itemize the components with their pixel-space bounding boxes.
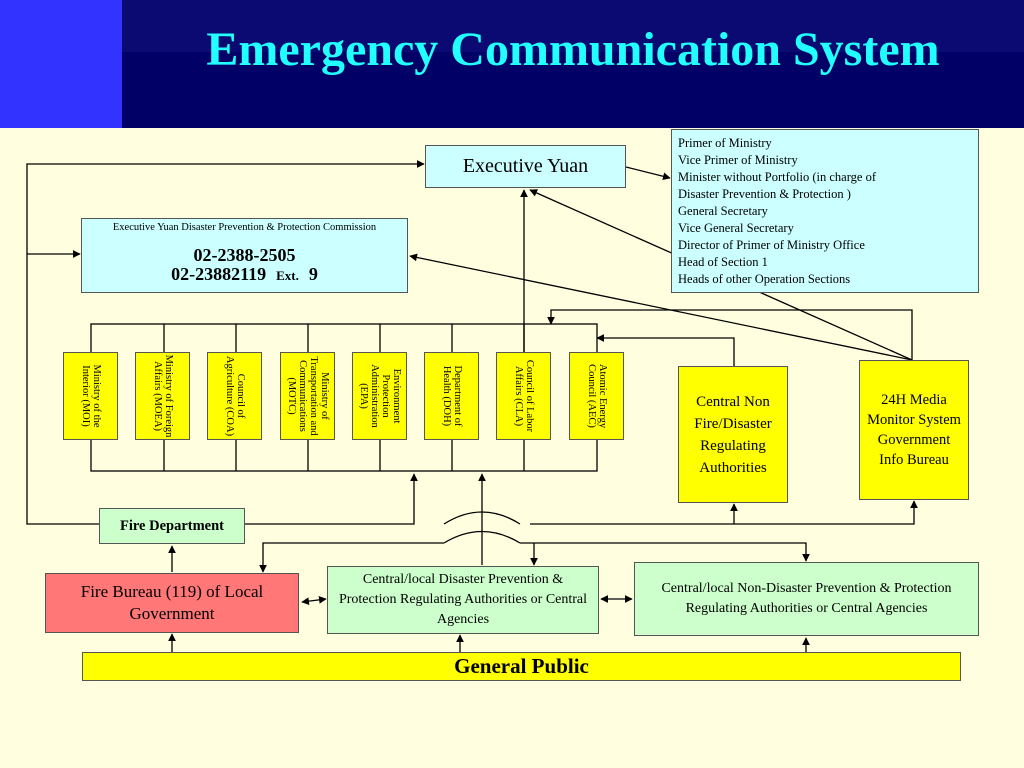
fire-bureau-disaster-auth-link (301, 596, 327, 605)
commission-ext-label: Ext. (276, 268, 299, 283)
header-accent-stripe (0, 0, 122, 128)
official-item: General Secretary (678, 204, 768, 218)
bridge-to-media-line (530, 500, 918, 525)
exec-yuan-to-officials-line (625, 166, 671, 181)
fire-department-box: Fire Department (99, 508, 245, 544)
media-to-commission-line (409, 253, 913, 361)
commission-phone-number: 02-23882119 (171, 264, 267, 284)
ministry-moi: Ministry of the Interior (MOI) (63, 352, 118, 440)
executive-yuan-box: Executive Yuan (425, 145, 626, 188)
commission-phone-secondary: 02-23882119 Ext. 9 (82, 264, 407, 286)
ministry-motc: Ministry of Transportation and Communica… (280, 352, 335, 440)
ministry-aec: Atomic Energy Council (AEC) (569, 352, 624, 440)
page-title: Emergency Communication System (206, 23, 940, 76)
central-non-fire-to-bracket-line (596, 334, 735, 366)
non-disaster-authorities-label: Central/local Non-Disaster Prevention & … (661, 581, 952, 616)
ministry-doh: Department of Health (DOH) (424, 352, 479, 440)
header-banner: Emergency Communication System (0, 0, 1024, 128)
media-monitor-label: 24H Media Monitor System Government Info… (867, 392, 961, 468)
fire-dept-to-exec-yuan-line (26, 160, 425, 525)
commission-ext-number: 9 (308, 264, 318, 284)
header-band (122, 0, 1024, 52)
official-item: Heads of other Operation Sections (678, 272, 851, 286)
official-item: Vice Primer of Ministry (678, 153, 798, 167)
central-non-fire-box: Central Non Fire/Disaster Regulating Aut… (678, 366, 788, 503)
ministry-label: Atomic Energy Council (AEC) (585, 363, 608, 429)
official-item: Primer of Ministry (678, 136, 772, 150)
official-item: Head of Section 1 (678, 255, 768, 269)
commission-name: Executive Yuan Disaster Prevention & Pro… (112, 222, 377, 233)
ministry-moea: Ministry of Foreign Affairs (MOEA) (135, 352, 190, 440)
disaster-authorities-label: Central/local Disaster Prevention & Prot… (338, 572, 588, 627)
general-public-label: General Public (454, 654, 589, 678)
media-to-ministries-line (547, 309, 913, 360)
ministry-label: Environment Protection Administration (E… (357, 364, 402, 428)
commission-phone-primary: 02-2388-2505 (193, 245, 296, 265)
general-public-bar: General Public (82, 652, 961, 681)
ministry-label: Ministry of Transportation and Communica… (285, 356, 330, 436)
official-item: Vice General Secretary (678, 221, 794, 235)
branch-to-fire-bureau-line (259, 542, 444, 573)
official-item: Minister without Portfolio (in charge of (678, 170, 877, 184)
executive-yuan-label: Executive Yuan (462, 155, 589, 177)
non-disaster-authorities-box: Central/local Non-Disaster Prevention & … (634, 562, 979, 636)
central-non-fire-label: Central Non Fire/Disaster Regulating Aut… (694, 393, 772, 476)
disaster-authorities-box: Central/local Disaster Prevention & Prot… (327, 566, 599, 634)
fire-dept-to-ministries-line (245, 473, 418, 525)
official-item: Director of Primer of Ministry Office (678, 238, 865, 252)
ministry-label: Council of Agriculture (COA) (223, 355, 246, 437)
fire-bureau-label: Fire Bureau (119) of Local Government (80, 582, 264, 623)
ministry-cla: Council of Labor Affairs (CLA) (496, 352, 551, 440)
ministry-label: Ministry of Foreign Affairs (MOEA) (151, 354, 174, 438)
ministry-label: Ministry of the Interior (MOI) (79, 364, 102, 428)
ministry-label: Council of Labor Affairs (CLA) (512, 359, 535, 433)
ministry-coa: Council of Agriculture (COA) (207, 352, 262, 440)
media-monitor-box: 24H Media Monitor System Government Info… (859, 360, 969, 500)
officials-box: Primer of Ministry Vice Primer of Minist… (671, 129, 979, 293)
official-item: Disaster Prevention & Protection ) (678, 187, 851, 201)
fire-bureau-box: Fire Bureau (119) of Local Government (45, 573, 299, 633)
fire-department-label: Fire Department (119, 517, 224, 534)
commission-box: Executive Yuan Disaster Prevention & Pro… (81, 218, 408, 293)
ministry-label: Department of Health (DOH) (440, 365, 463, 427)
ministry-epa: Environment Protection Administration (E… (352, 352, 407, 440)
branch-to-non-disaster-auth-line (520, 542, 810, 562)
